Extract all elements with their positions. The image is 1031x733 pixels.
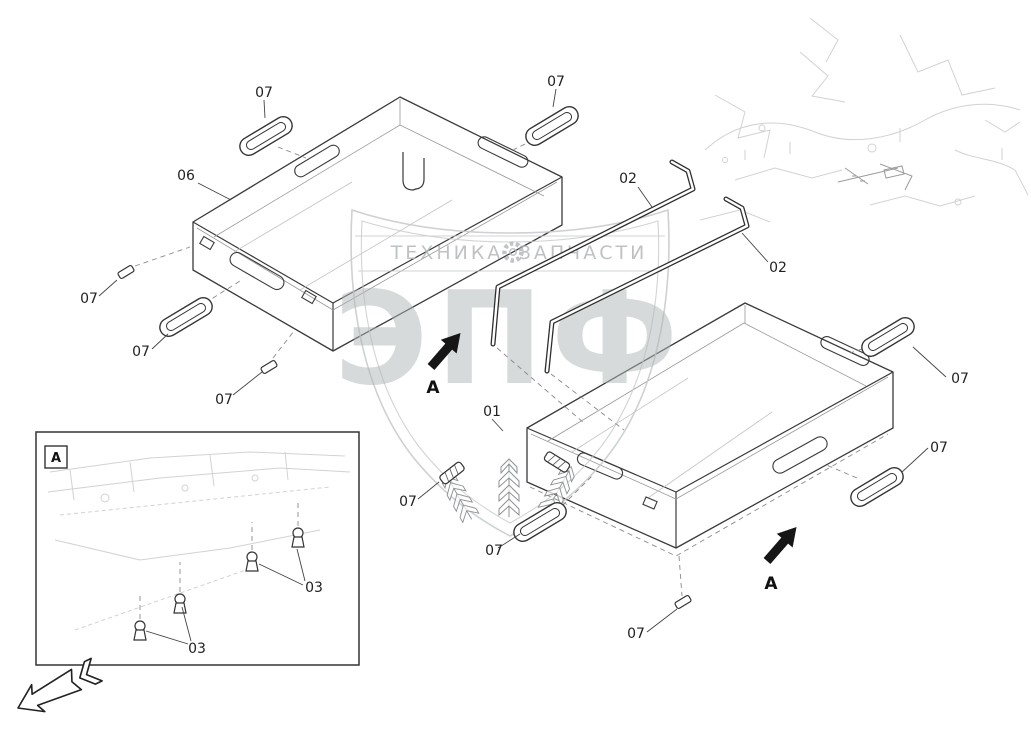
callout-02-second: 02 bbox=[769, 260, 787, 276]
callout-03-second: 03 bbox=[188, 641, 206, 657]
callout-07-center-left: 07 bbox=[399, 494, 417, 510]
view-arrow-a-1-label: A bbox=[426, 378, 440, 398]
callout-07-left-mid: 07 bbox=[132, 344, 150, 360]
inset-detail-a: A bbox=[35, 431, 360, 666]
right-box bbox=[526, 302, 894, 557]
view-arrow-a-1: A bbox=[423, 326, 469, 398]
grommet-07-top-left bbox=[235, 112, 297, 160]
hold-down-rod-02-1 bbox=[490, 159, 696, 347]
callout-07-center-bottom: 07 bbox=[485, 543, 503, 559]
callout-03-first: 03 bbox=[305, 580, 323, 596]
callout-07-left-upper: 07 bbox=[80, 291, 98, 307]
callout-07-top-left: 07 bbox=[255, 85, 273, 101]
left-box-outline bbox=[192, 96, 563, 352]
hold-down-rod-02-2 bbox=[544, 196, 750, 374]
grommet-07-right-upper bbox=[857, 313, 919, 361]
view-arrow-a-2-icon bbox=[759, 520, 805, 568]
watermark-banner-left-text: ТЕХНИКА bbox=[390, 242, 504, 264]
watermark-banner-lines bbox=[355, 235, 665, 272]
left-box-hole-1 bbox=[199, 235, 215, 251]
background-sketch bbox=[699, 17, 1029, 223]
callout-07-bottom: 07 bbox=[627, 626, 645, 642]
plug-part-03-3 bbox=[173, 593, 187, 614]
left-box-cable-notch bbox=[402, 152, 425, 191]
inset-corner-label-box bbox=[44, 445, 68, 469]
grommet-07-right-lower bbox=[846, 463, 908, 511]
right-box-handle-slot-front bbox=[772, 436, 828, 474]
callout-07-top-center: 07 bbox=[547, 74, 565, 90]
watermark-brand-text: ЭПФ bbox=[334, 265, 686, 414]
callout-06: 06 bbox=[177, 168, 195, 184]
callout-07-right-lower: 07 bbox=[930, 440, 948, 456]
left-box-handle-slot-right bbox=[477, 136, 529, 168]
pin-07-bottom bbox=[673, 594, 693, 610]
background-sketch-dark-detail bbox=[837, 163, 913, 191]
left-box-handle-slot-back bbox=[294, 144, 340, 178]
inset-corner-label: A bbox=[51, 451, 61, 466]
callout-07-right-upper: 07 bbox=[951, 371, 969, 387]
grommet-07-top-center bbox=[521, 102, 583, 150]
callout-01: 01 bbox=[483, 404, 501, 420]
pin-07-left-lower bbox=[259, 359, 279, 375]
watermark-gear-icon bbox=[502, 241, 524, 263]
right-box-handle-slot-back bbox=[820, 335, 870, 367]
plug-part-03-2 bbox=[245, 551, 259, 572]
view-arrow-a-2: A bbox=[759, 520, 805, 594]
plug-part-03-4 bbox=[133, 620, 147, 641]
callout-07-left-lower: 07 bbox=[215, 392, 233, 408]
inset-leader-lines bbox=[145, 548, 306, 645]
right-box-hidden-edges bbox=[529, 433, 889, 557]
grommet-07-left bbox=[155, 293, 217, 341]
inset-background-sketch bbox=[47, 451, 351, 631]
callout-labels: 07 07 06 02 02 07 07 07 01 07 07 07 07 0… bbox=[80, 74, 969, 657]
right-box-hole-1 bbox=[642, 496, 658, 510]
plug-part-03-1 bbox=[291, 527, 305, 548]
left-box-handle-slot-front bbox=[229, 251, 285, 291]
corner-direction-arrow-icon bbox=[17, 657, 103, 713]
leader-lines bbox=[98, 88, 947, 633]
pin-07-left-upper bbox=[116, 264, 136, 280]
right-box-outline bbox=[526, 302, 894, 549]
callout-02-first: 02 bbox=[619, 171, 637, 187]
right-box-handle-slot-left bbox=[576, 452, 624, 480]
view-arrow-a-2-label: A bbox=[764, 574, 778, 594]
wheat-ear-center bbox=[498, 458, 520, 518]
left-box-hole-2 bbox=[301, 289, 317, 305]
watermark-shield-outer bbox=[350, 208, 670, 537]
plug-drop-dashes bbox=[139, 500, 299, 619]
left-box-part-06 bbox=[192, 96, 563, 352]
